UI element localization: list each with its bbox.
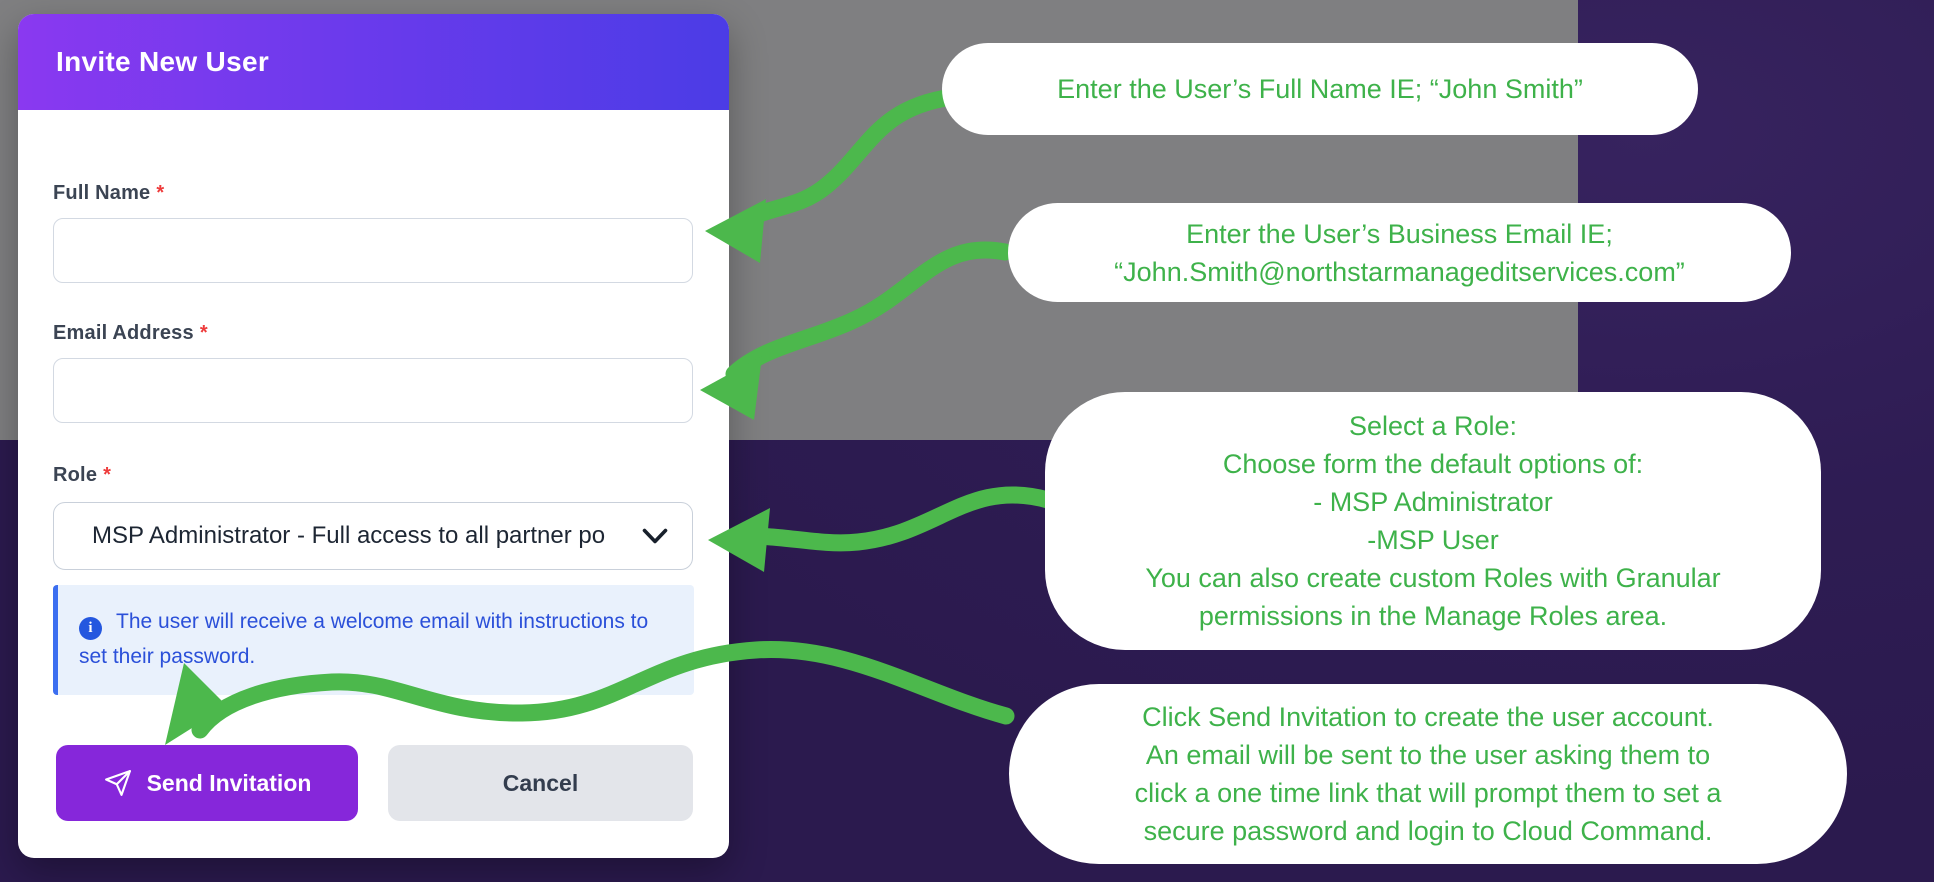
modal-title: Invite New User bbox=[56, 46, 270, 77]
email-address-label: Email Address* bbox=[53, 322, 208, 344]
arrow-curve-role bbox=[739, 486, 1057, 552]
chevron-down-icon bbox=[642, 528, 668, 543]
send-invitation-button[interactable]: Send Invitation bbox=[56, 745, 358, 821]
email-address-input[interactable] bbox=[53, 358, 693, 423]
role-select-value: MSP Administrator - Full access to all p… bbox=[92, 522, 606, 549]
send-invitation-label: Send Invitation bbox=[146, 769, 312, 796]
role-select[interactable]: MSP Administrator - Full access to all p… bbox=[53, 502, 693, 570]
info-note-text: The user will receive a welcome email wi… bbox=[79, 610, 649, 668]
modal-header: Invite New User bbox=[18, 14, 729, 110]
required-asterisk: * bbox=[199, 322, 208, 344]
callout-full-name: Enter the User’s Full Name IE; “John Smi… bbox=[942, 43, 1698, 135]
role-label: Role* bbox=[53, 464, 112, 486]
full-name-label: Full Name* bbox=[53, 182, 165, 204]
paper-plane-icon bbox=[104, 770, 131, 796]
info-icon: i bbox=[79, 617, 102, 640]
callout-role: Select a Role: Choose form the default o… bbox=[1045, 392, 1821, 650]
cancel-button[interactable]: Cancel bbox=[388, 745, 693, 821]
required-asterisk: * bbox=[156, 182, 165, 204]
invite-new-user-modal: Invite New User Full Name* Email Address… bbox=[18, 14, 729, 858]
required-asterisk: * bbox=[103, 464, 112, 486]
callout-email: Enter the User’s Business Email IE; “Joh… bbox=[1008, 203, 1791, 302]
callout-send: Click Send Invitation to create the user… bbox=[1009, 684, 1847, 864]
full-name-input[interactable] bbox=[53, 218, 693, 283]
